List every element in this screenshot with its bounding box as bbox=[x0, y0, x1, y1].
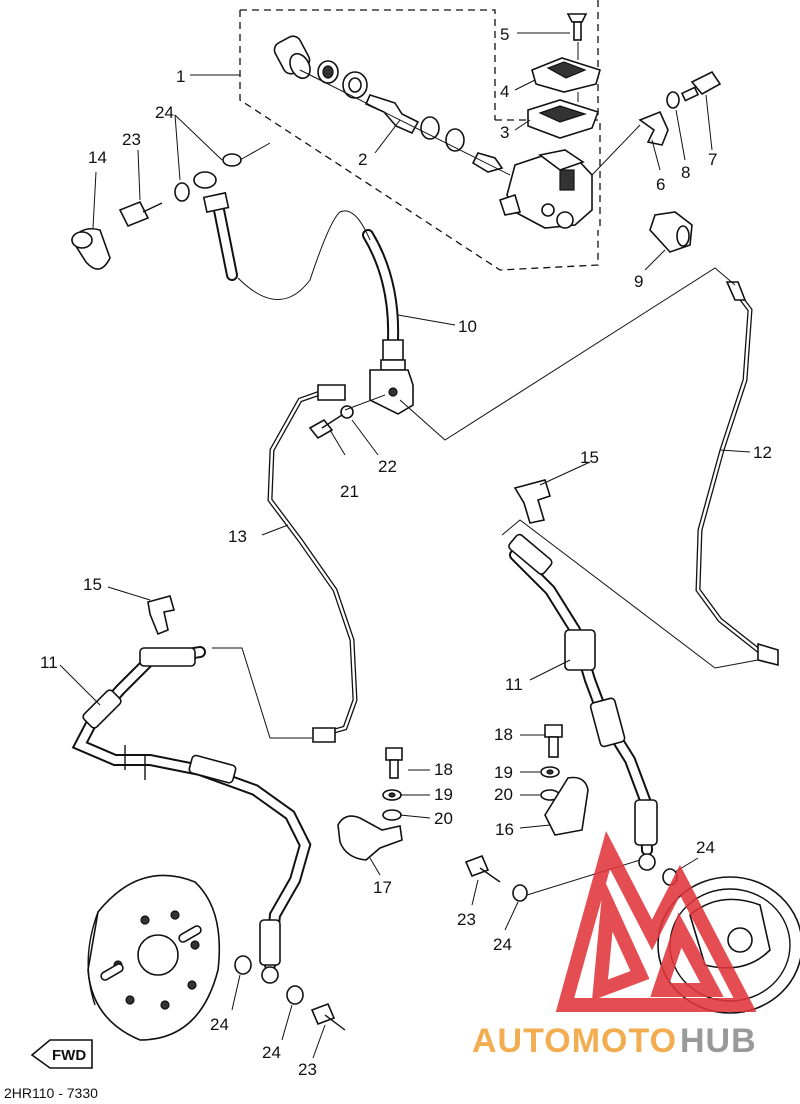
callout-3: 3 bbox=[500, 123, 509, 142]
boot bbox=[649, 211, 693, 253]
callout-19-left: 19 bbox=[434, 785, 453, 804]
watermark: AUTOMOTO HUB bbox=[472, 830, 757, 1060]
diagram-code: 2HR110 - 7330 bbox=[4, 1085, 98, 1101]
callout-16: 16 bbox=[495, 820, 514, 839]
forward-direction-arrow: FWD bbox=[30, 1039, 93, 1069]
callout-18-right: 18 bbox=[494, 725, 513, 744]
callout-5: 5 bbox=[500, 25, 509, 44]
master-cylinder-kit-outline bbox=[239, 0, 601, 271]
brake-hose-10 bbox=[362, 229, 406, 371]
callout-18-left: 18 bbox=[434, 760, 453, 779]
watermark-text-hub: HUB bbox=[680, 1022, 757, 1060]
clamp-16-set bbox=[540, 724, 589, 836]
clip-15-left bbox=[147, 595, 176, 636]
callout-20-right: 20 bbox=[494, 785, 513, 804]
lower-left-bolt bbox=[234, 955, 346, 1031]
callout-24-lower-left: 24 bbox=[210, 1015, 229, 1034]
callout-22: 22 bbox=[378, 457, 397, 476]
callouts: 1 2 3 4 5 6 7 8 9 10 11 11 12 13 14 15 1… bbox=[4, 25, 772, 1101]
callout-24-right: 24 bbox=[696, 838, 715, 857]
upper-banjo-hose bbox=[174, 142, 371, 300]
fwd-marker-text: FWD bbox=[52, 1047, 86, 1064]
right-brake-hose-11 bbox=[508, 533, 658, 871]
callout-15-right: 15 bbox=[580, 448, 599, 467]
callout-11-left: 11 bbox=[40, 653, 58, 672]
callout-21: 21 bbox=[340, 482, 359, 501]
master-cylinder-body bbox=[498, 149, 593, 229]
callout-17: 17 bbox=[373, 878, 392, 897]
callout-19-right: 19 bbox=[494, 763, 513, 782]
watermark-logo-triangles bbox=[555, 830, 757, 1012]
callout-24-upper: 24 bbox=[155, 103, 174, 122]
callout-4: 4 bbox=[500, 82, 509, 101]
three-way-joint bbox=[369, 369, 414, 415]
callout-15-left: 15 bbox=[83, 575, 102, 594]
piston-kit bbox=[273, 35, 511, 176]
callout-24-lower-mid: 24 bbox=[262, 1043, 281, 1062]
callout-9: 9 bbox=[634, 272, 643, 291]
callout-6: 6 bbox=[656, 175, 665, 194]
callout-23-upper: 23 bbox=[122, 130, 141, 149]
watermark-text-automoto: AUTOMOTO bbox=[472, 1022, 677, 1060]
callout-12: 12 bbox=[753, 443, 772, 462]
callout-23-lower: 23 bbox=[298, 1060, 317, 1079]
brake-pipe-13 bbox=[267, 384, 358, 743]
joint-bolt-washer bbox=[308, 394, 386, 440]
callout-leaders bbox=[59, 32, 751, 1059]
callout-1: 1 bbox=[176, 67, 185, 86]
left-brake-hose-11 bbox=[71, 646, 312, 984]
leader-lines bbox=[212, 267, 759, 739]
reservoir-parts bbox=[527, 13, 601, 139]
left-brake-disc bbox=[87, 874, 221, 1041]
callout-2: 2 bbox=[358, 150, 367, 169]
clip-15-right bbox=[513, 479, 551, 524]
callout-13: 13 bbox=[228, 527, 247, 546]
callout-14: 14 bbox=[88, 148, 107, 167]
callout-7: 7 bbox=[708, 150, 717, 169]
upper-bolt-cap bbox=[71, 200, 163, 270]
callout-8: 8 bbox=[681, 163, 690, 182]
callout-23-right: 23 bbox=[457, 910, 476, 929]
clamp-17-set bbox=[337, 747, 403, 861]
callout-10: 10 bbox=[458, 317, 477, 336]
callout-11-right: 11 bbox=[505, 675, 523, 694]
brake-pipe-12 bbox=[695, 281, 779, 667]
callout-24-mid: 24 bbox=[493, 935, 512, 954]
callout-20-left: 20 bbox=[434, 809, 453, 828]
holder-bolt-parts bbox=[591, 70, 722, 176]
